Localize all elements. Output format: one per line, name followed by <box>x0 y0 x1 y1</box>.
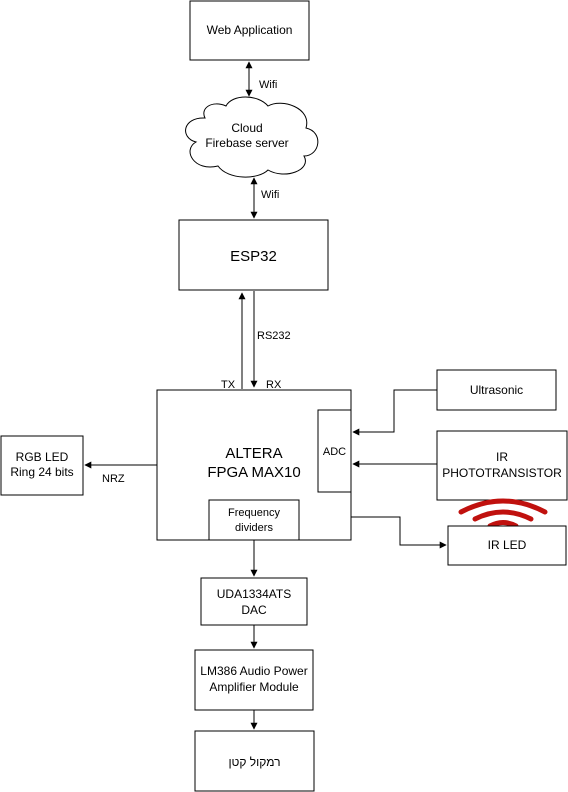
nrz-label: NRZ <box>102 473 125 485</box>
fpga-label-line1: ALTERA <box>225 445 282 462</box>
frequency-dividers-block: Frequency dividers <box>208 499 300 541</box>
web-application-label: Web Application <box>207 23 293 37</box>
speaker-label: רמקול קטן <box>228 755 280 769</box>
amplifier-line2: Amplifier Module <box>209 680 299 694</box>
ir-led-link <box>351 516 447 549</box>
ir-led-block: IR LED <box>447 525 567 566</box>
ir-phototransistor-line1: IR <box>496 450 508 464</box>
rs232-label: RS232 <box>257 330 291 342</box>
adc-block: ADC <box>317 409 352 493</box>
speaker-block: רמקול קטן <box>194 730 315 792</box>
adc-label: ADC <box>323 446 346 458</box>
frequency-dividers-line1: Frequency <box>228 507 280 519</box>
amplifier-line1: LM386 Audio Power <box>200 664 307 678</box>
cloud-label-line1: Cloud <box>231 121 262 135</box>
dac-line1: UDA1334ATS <box>217 587 291 601</box>
ultrasonic-link <box>352 389 437 436</box>
ir-phototransistor-line2: PHOTOTRANSISTOR <box>442 466 562 480</box>
rgb-led-line1: RGB LED <box>16 450 69 464</box>
fpga-label-line2: FPGA MAX10 <box>207 464 300 481</box>
ultrasonic-block: Ultrasonic <box>436 369 557 411</box>
cloud-label-line2: Firebase server <box>205 136 288 150</box>
tx-label: TX <box>221 379 236 391</box>
ir-phototransistor-block: IR PHOTOTRANSISTOR <box>436 430 568 501</box>
wifi-bottom-label: Wifi <box>261 189 279 201</box>
rgb-led-block: RGB LED Ring 24 bits <box>0 435 84 496</box>
ir-led-label: IR LED <box>488 538 527 552</box>
dac-line2: DAC <box>241 603 267 617</box>
wifi-top-label: Wifi <box>259 79 277 91</box>
rx-label: RX <box>266 379 282 391</box>
web-application-block: Web Application <box>189 0 310 61</box>
frequency-dividers-line2: dividers <box>235 522 273 534</box>
rgb-led-line2: Ring 24 bits <box>10 465 73 479</box>
esp32-label: ESP32 <box>230 248 277 265</box>
esp32-block: ESP32 <box>178 219 329 291</box>
ultrasonic-label: Ultrasonic <box>470 383 523 397</box>
cloud-firebase-block: Cloud Firebase server <box>185 96 319 178</box>
dac-block: UDA1334ATS DAC <box>200 577 308 626</box>
amplifier-block: LM386 Audio Power Amplifier Module <box>194 649 314 711</box>
ir-signal-icon <box>458 498 548 529</box>
